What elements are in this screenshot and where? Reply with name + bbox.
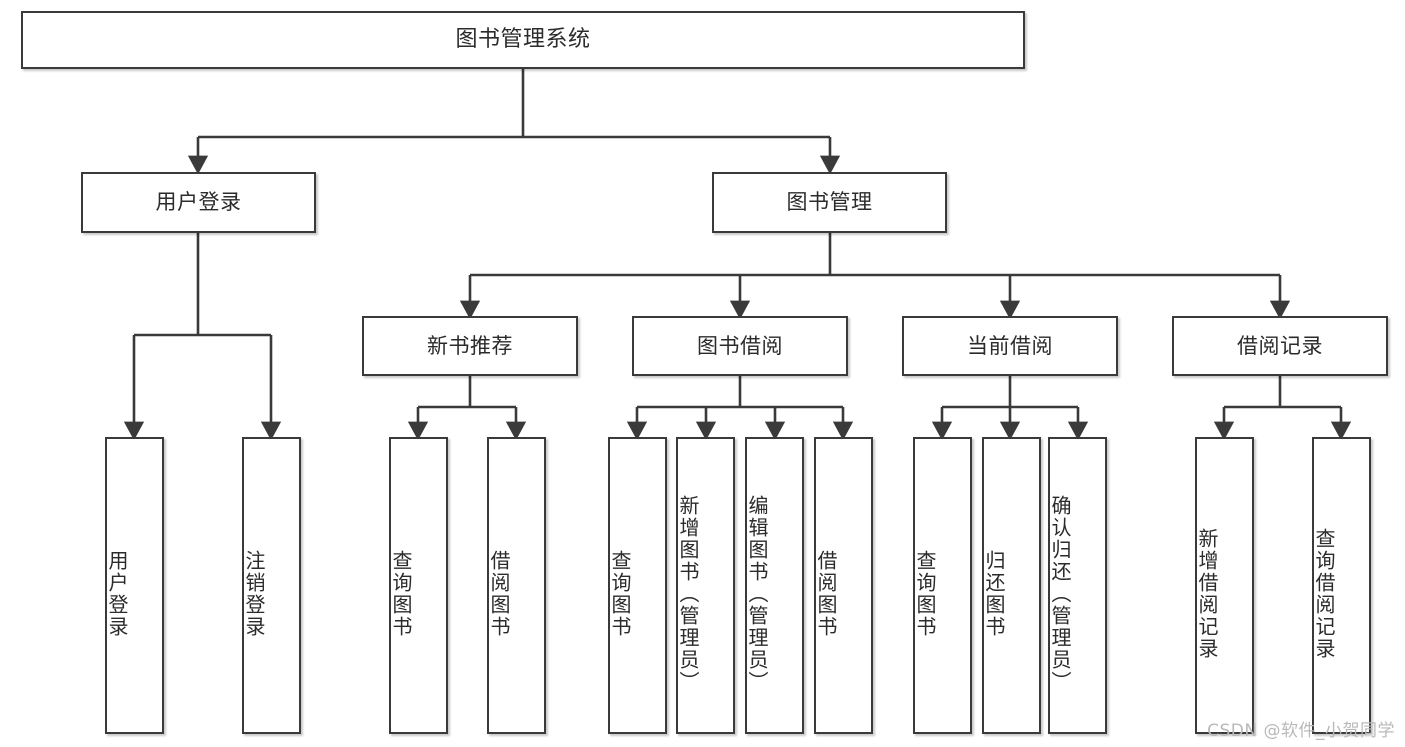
node-leaf-logout-login-label: 注销登录 <box>242 549 266 638</box>
node-leaf-confirm-return-admin[interactable]: 确认归还（管理员） <box>1048 437 1107 734</box>
node-leaf-user-login-label: 用户登录 <box>105 549 129 638</box>
node-leaf-query-book-1-label: 查询图书 <box>389 549 413 638</box>
node-user-login-label: 用户登录 <box>155 190 242 215</box>
node-leaf-query-book-2-label: 查询图书 <box>608 549 632 638</box>
node-book-manage[interactable]: 图书管理 <box>712 172 947 233</box>
node-current-borrow-label: 当前借阅 <box>967 333 1053 358</box>
node-leaf-return-book[interactable]: 归还图书 <box>982 437 1041 734</box>
node-leaf-query-book-1[interactable]: 查询图书 <box>389 437 448 734</box>
node-leaf-borrow-book-2-label: 借阅图书 <box>814 549 838 638</box>
node-leaf-query-book-2[interactable]: 查询图书 <box>608 437 667 734</box>
node-leaf-add-borrow-record-label: 新增借阅记录 <box>1195 527 1219 660</box>
node-leaf-logout-login[interactable]: 注销登录 <box>242 437 301 734</box>
node-root[interactable]: 图书管理系统 <box>21 11 1025 69</box>
node-leaf-borrow-book-2[interactable]: 借阅图书 <box>814 437 873 734</box>
node-book-borrow[interactable]: 图书借阅 <box>632 316 848 376</box>
node-leaf-add-borrow-record[interactable]: 新增借阅记录 <box>1195 437 1254 734</box>
node-leaf-query-book-3[interactable]: 查询图书 <box>913 437 972 734</box>
node-leaf-borrow-book-1-label: 借阅图书 <box>487 549 511 638</box>
node-borrow-record[interactable]: 借阅记录 <box>1172 316 1388 376</box>
node-leaf-add-book-admin[interactable]: 新增图书（管理员） <box>676 437 735 734</box>
node-leaf-query-book-3-label: 查询图书 <box>913 549 937 638</box>
node-root-label: 图书管理系统 <box>455 27 591 53</box>
watermark-text: CSDN @软件_小贺同学 <box>1207 721 1395 741</box>
node-leaf-user-login[interactable]: 用户登录 <box>105 437 164 734</box>
node-book-manage-label: 图书管理 <box>786 190 873 215</box>
node-leaf-edit-book-admin[interactable]: 编辑图书（管理员） <box>745 437 804 734</box>
node-leaf-query-borrow-record-label: 查询借阅记录 <box>1312 527 1336 660</box>
node-leaf-confirm-return-admin-label: 确认归还（管理员） <box>1048 494 1072 693</box>
node-leaf-borrow-book-1[interactable]: 借阅图书 <box>487 437 546 734</box>
node-current-borrow[interactable]: 当前借阅 <box>902 316 1118 376</box>
node-leaf-query-borrow-record[interactable]: 查询借阅记录 <box>1312 437 1371 734</box>
node-leaf-edit-book-admin-label: 编辑图书（管理员） <box>745 494 769 693</box>
node-new-book-recommend-label: 新书推荐 <box>427 333 513 358</box>
node-leaf-add-book-admin-label: 新增图书（管理员） <box>676 494 700 693</box>
node-leaf-return-book-label: 归还图书 <box>982 549 1006 638</box>
node-borrow-record-label: 借阅记录 <box>1237 333 1323 358</box>
node-book-borrow-label: 图书借阅 <box>697 333 783 358</box>
node-user-login[interactable]: 用户登录 <box>81 172 316 233</box>
node-new-book-recommend[interactable]: 新书推荐 <box>362 316 578 376</box>
